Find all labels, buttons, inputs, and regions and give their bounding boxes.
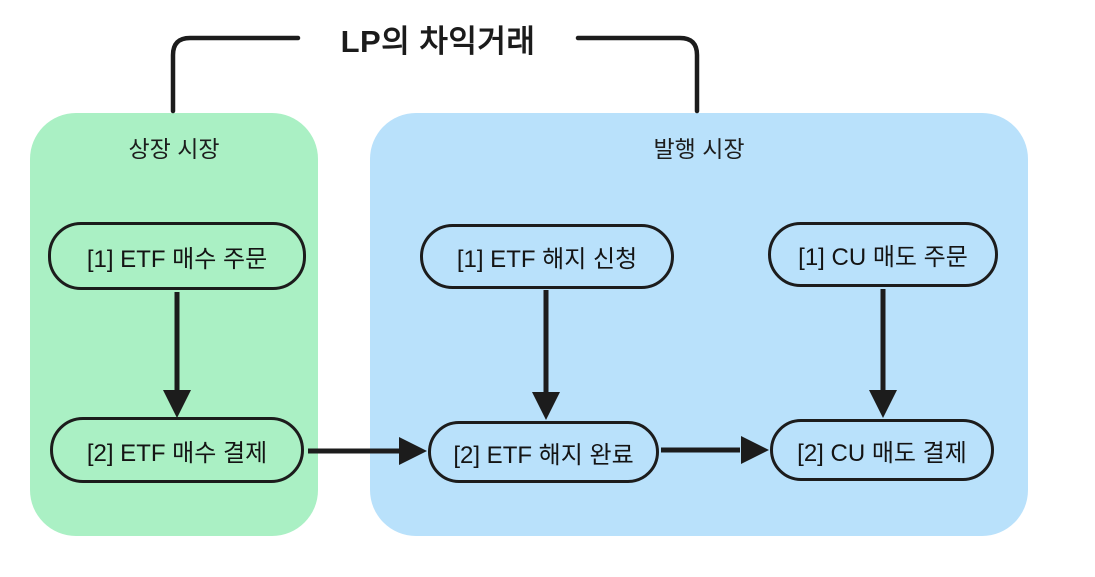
node-etf-buy-settle: [2] ETF 매수 결제 (50, 417, 304, 483)
node-cu-sell-settle: [2] CU 매도 결제 (770, 419, 994, 481)
node-etf-buy-order: [1] ETF 매수 주문 (48, 222, 306, 290)
node-etf-redeem-complete: [2] ETF 해지 완료 (428, 421, 659, 483)
title-bracket-right (575, 35, 700, 114)
region-listed-market-label: 상장 시장 (128, 136, 220, 162)
node-cu-sell-order: [1] CU 매도 주문 (768, 222, 998, 287)
title-bracket-left (170, 35, 301, 114)
node-etf-redeem-request: [1] ETF 해지 신청 (420, 224, 674, 289)
region-issuance-market: 발행 시장 (370, 113, 1028, 536)
diagram-title: LP의 차익거래 (340, 24, 536, 59)
region-issuance-market-label: 발행 시장 (653, 136, 745, 162)
